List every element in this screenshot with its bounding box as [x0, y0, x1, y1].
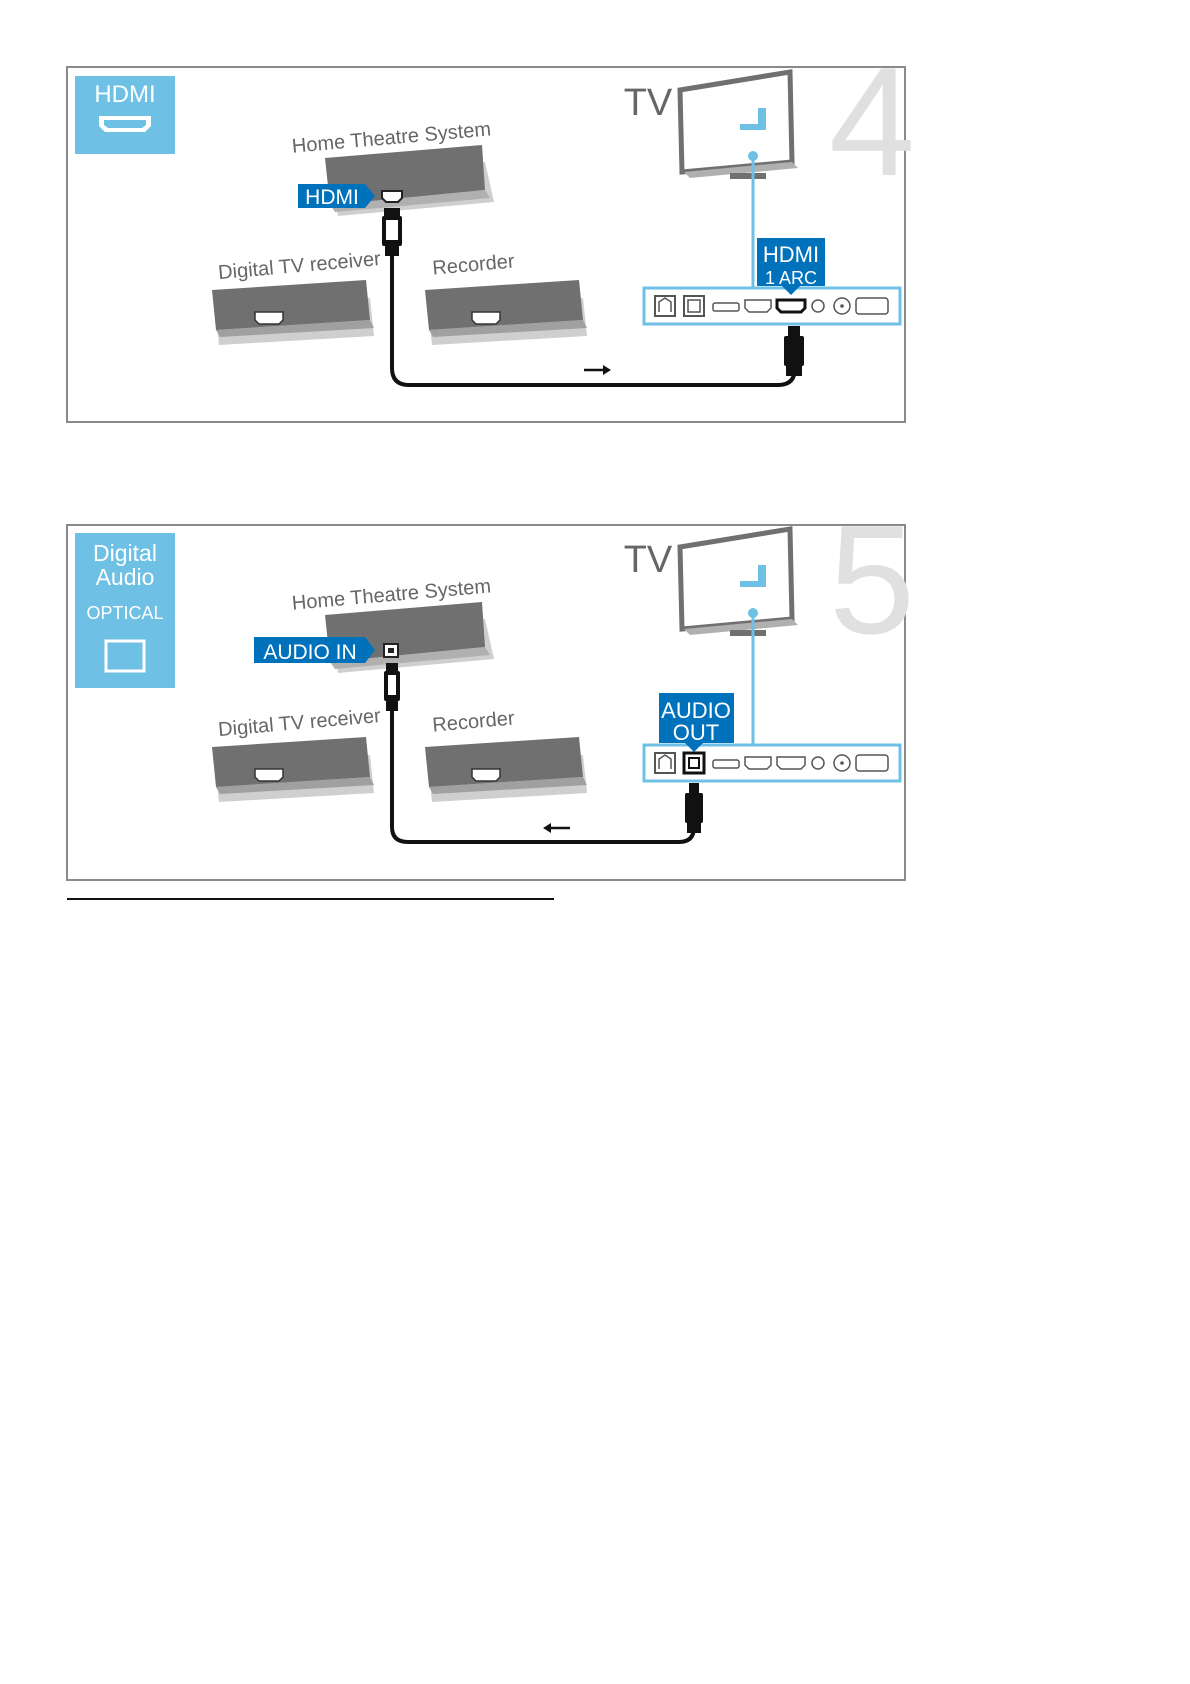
- diagram-optical-audio: 5 Digital Audio OPTICAL Home Theatre Sys…: [0, 497, 1190, 957]
- footnote-separator: [67, 898, 554, 900]
- step-number: 4: [829, 40, 915, 208]
- source-port-label: HDMI: [305, 186, 359, 209]
- tv-port-label-line1: AUDIO: [661, 698, 731, 723]
- optical-cable: [384, 663, 703, 844]
- badge-line-digital: Digital: [93, 540, 157, 566]
- source-port-label: AUDIO IN: [263, 641, 356, 664]
- tv-icon: [677, 69, 798, 179]
- tv-label: TV: [624, 539, 673, 581]
- connection-type-badge: HDMI: [75, 76, 175, 154]
- hdmi-port-icon: [471, 768, 501, 782]
- badge-title: HDMI: [94, 81, 155, 108]
- signal-arrow-icon: [543, 823, 570, 833]
- hdmi-port-icon: [99, 116, 151, 132]
- hdmi-port-icon: [254, 311, 284, 325]
- tv-port-label-line2: 1 ARC: [765, 268, 817, 288]
- hdmi-port-icon: [775, 298, 807, 314]
- badge-line-optical: OPTICAL: [86, 603, 163, 623]
- source-port-tag: AUDIO IN: [254, 637, 375, 664]
- tv-port-label-line1: HDMI: [763, 242, 819, 267]
- recorder: [425, 280, 587, 345]
- step-number: 5: [829, 497, 915, 666]
- connection-type-badge: Digital Audio OPTICAL: [75, 533, 175, 688]
- tv-port-tag: AUDIO OUT: [659, 693, 734, 752]
- digital-tv-receiver: [212, 280, 374, 345]
- optical-port-icon: [383, 643, 399, 658]
- diagram-hdmi-arc: 4 HDMI Home Theatre System HDMI Digital …: [0, 40, 1190, 500]
- tv-icon: [677, 526, 798, 636]
- optical-port-icon: [104, 639, 146, 673]
- hdmi-cable: [382, 208, 804, 387]
- recorder: [425, 737, 587, 802]
- source-port-tag: HDMI: [298, 184, 375, 209]
- digital-tv-receiver: [212, 737, 374, 802]
- tv-connector-panel: [642, 286, 902, 326]
- badge-line-audio: Audio: [96, 564, 155, 590]
- hdmi-port-icon: [381, 190, 403, 203]
- tv-label: TV: [624, 82, 673, 124]
- hdmi-port-icon: [254, 768, 284, 782]
- optical-port-icon: [682, 751, 706, 775]
- tv-connector-panel: [642, 743, 902, 783]
- tv-port-label-line2: OUT: [673, 720, 719, 745]
- signal-arrow-icon: [584, 365, 611, 375]
- tv-port-tag: HDMI 1 ARC: [757, 238, 825, 295]
- hdmi-port-icon: [471, 311, 501, 325]
